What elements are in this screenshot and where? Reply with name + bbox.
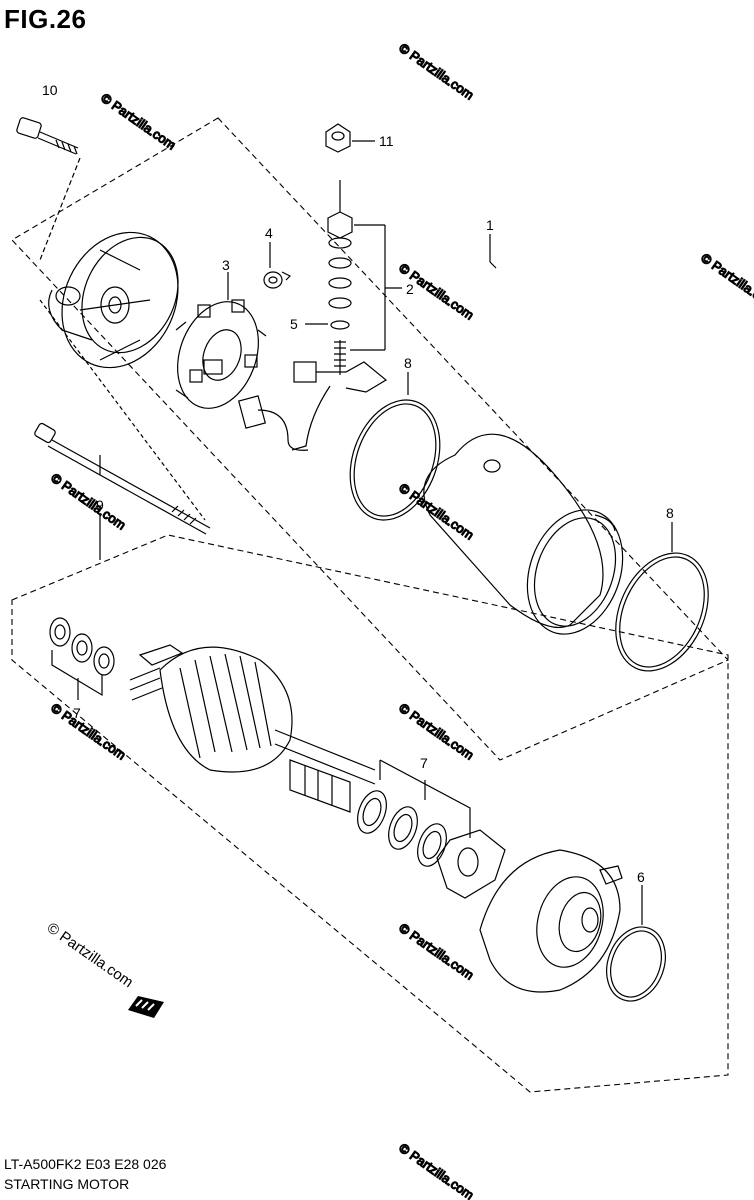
- drive-end-housing: [479, 849, 623, 993]
- callout-9: 9: [96, 497, 104, 513]
- terminal-stack-part-2: [327, 180, 402, 375]
- callout-1: 1: [486, 217, 494, 233]
- logo-mark-icon: [128, 996, 164, 1018]
- brush-leads: [237, 361, 388, 451]
- watermark-text: © Partzilla.com: [396, 920, 476, 983]
- yoke-housing: [423, 433, 624, 635]
- brush-plate-part-3: [175, 299, 267, 409]
- partzilla-logo: © Partzilla.com: [44, 919, 164, 1018]
- callout-4: 4: [265, 225, 273, 241]
- washers-part-7-left: [49, 617, 115, 700]
- callout-labels: 1 2 3 4 5 6 7 7 8 8 9 10 11: [42, 82, 674, 885]
- o-ring-part-6: [606, 885, 666, 1002]
- callout-3: 3: [222, 257, 230, 273]
- clip-part-4: [263, 271, 292, 289]
- leader-part-1-tick: [489, 261, 497, 269]
- diagram-part-name: STARTING MOTOR: [4, 1176, 130, 1192]
- watermark-text: © Partzilla.com: [396, 1140, 476, 1200]
- bolt-part-10: [16, 117, 81, 261]
- logo-text: © Partzilla.com: [44, 919, 137, 991]
- callout-7-left: 7: [73, 705, 81, 721]
- model-code: LT-A500FK2 E03 E28 026: [4, 1156, 167, 1172]
- callout-5: 5: [290, 316, 298, 332]
- callout-8-upper: 8: [404, 355, 412, 371]
- armature: [129, 644, 376, 813]
- watermarks: © Partzilla.com © Partzilla.com © Partzi…: [48, 40, 754, 1200]
- washers-part-7-right: [357, 759, 471, 867]
- callout-7-right: 7: [420, 755, 428, 771]
- lock-plate: [436, 829, 506, 899]
- callout-8-lower: 8: [666, 505, 674, 521]
- callout-6: 6: [637, 869, 645, 885]
- nut-part-11: [325, 123, 375, 153]
- watermark-text: © Partzilla.com: [48, 470, 128, 533]
- callout-2: 2: [406, 281, 414, 297]
- watermark-text: © Partzilla.com: [48, 700, 128, 763]
- o-ring-part-8-lower: [615, 522, 709, 672]
- watermark-text: © Partzilla.com: [396, 700, 476, 763]
- watermark-text: © Partzilla.com: [396, 40, 476, 103]
- watermark-text: © Partzilla.com: [98, 90, 178, 153]
- through-bolt-part-9: [34, 299, 211, 560]
- callout-11: 11: [379, 133, 394, 149]
- assembly-outline-lower: [11, 534, 729, 1093]
- figure-title: FIG.26: [4, 4, 87, 34]
- end-cover: [48, 231, 179, 369]
- o-ring-part-8-upper: [349, 372, 441, 521]
- callout-10: 10: [42, 82, 58, 98]
- assembly-outline-upper: [11, 117, 729, 761]
- watermark-text: © Partzilla.com: [698, 250, 754, 313]
